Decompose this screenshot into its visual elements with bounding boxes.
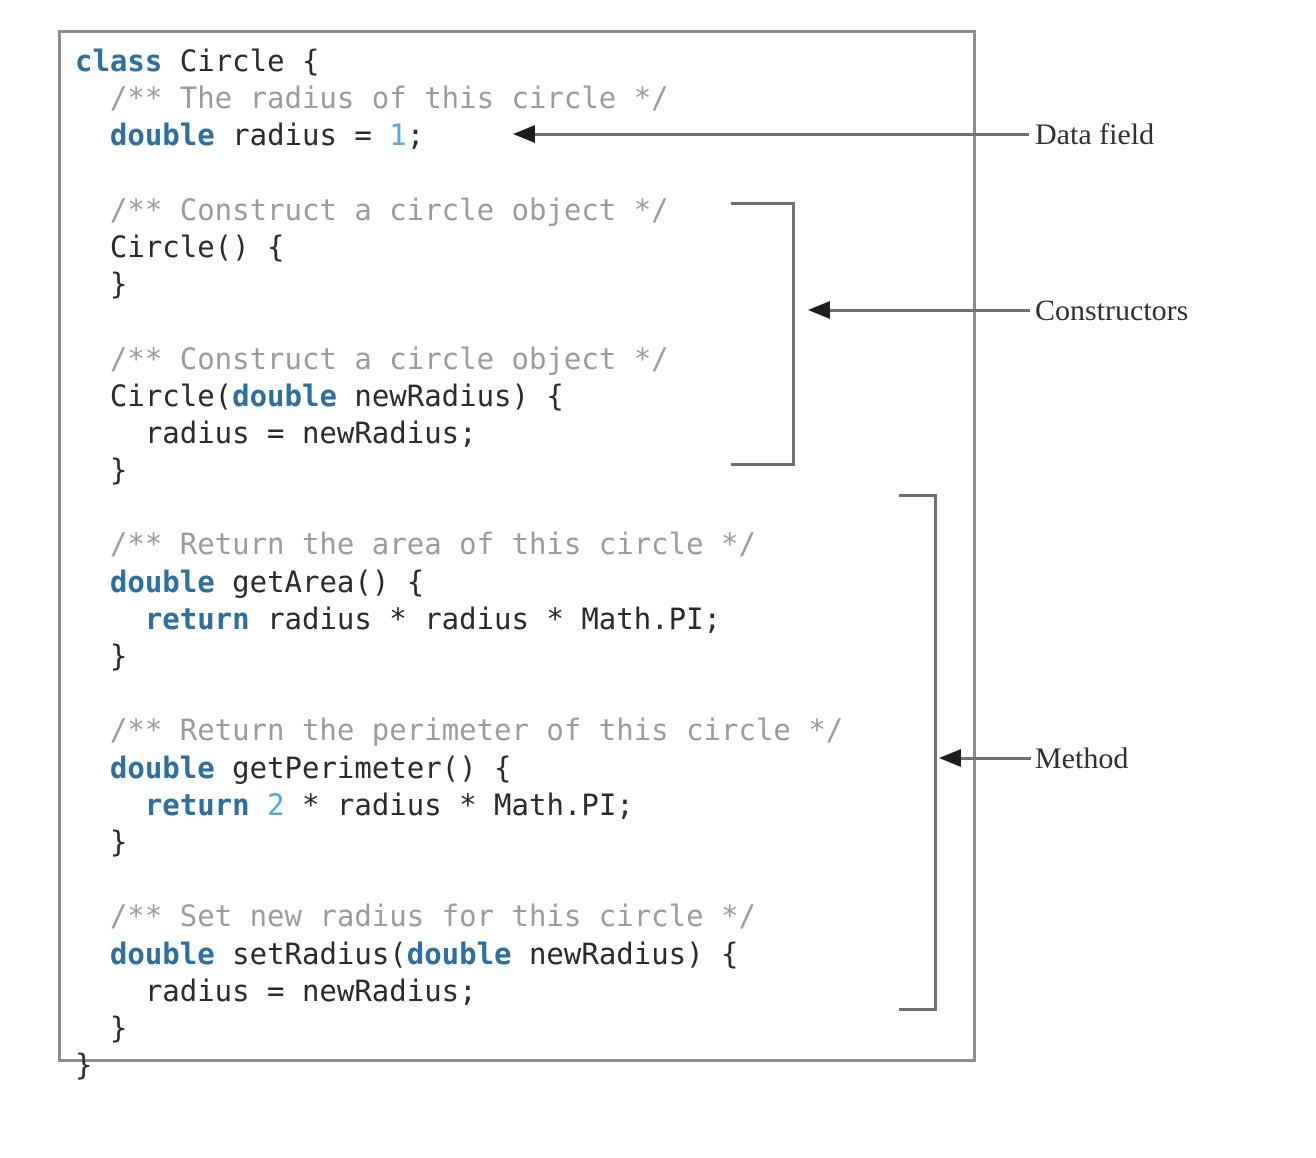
- code-line: radius = newRadius;: [75, 973, 843, 1010]
- code-token-plain: ;: [406, 118, 425, 153]
- code-line: /** Construct a circle object */: [75, 341, 843, 378]
- code-token-plain: newRadius) {: [336, 378, 564, 413]
- code-token-plain: Circle() {: [75, 229, 285, 264]
- code-token-kw: double: [406, 936, 512, 971]
- code-token-kw: double: [109, 936, 215, 971]
- code-token-plain: setRadius(: [214, 936, 407, 971]
- code-token-cmt: /** The radius of this circle */: [75, 81, 669, 116]
- code-token-plain: [75, 751, 110, 785]
- code-token-plain: [75, 602, 145, 636]
- code-token-plain: }: [75, 639, 128, 673]
- code-line: return 2 * radius * Math.PI;: [75, 787, 843, 824]
- constructors-brace: [731, 202, 795, 466]
- code-token-kw: class: [75, 44, 163, 78]
- code-line: double radius = 1;: [75, 117, 843, 154]
- code-line: double setRadius(double newRadius) {: [75, 936, 843, 973]
- code-token-plain: radius * radius * Math.PI;: [249, 601, 722, 636]
- code-token-kw: double: [109, 564, 215, 599]
- annotation-label-constructors: Constructors: [1035, 294, 1189, 327]
- code-token-kw: return: [144, 601, 250, 636]
- code-line: class Circle {: [75, 43, 843, 80]
- code-token-cmt: /** Return the perimeter of this circle …: [75, 713, 844, 748]
- code-line: }: [75, 1047, 843, 1084]
- code-token-cmt: /** Construct a circle object */: [75, 192, 669, 227]
- code-line: /** Return the perimeter of this circle …: [75, 712, 843, 749]
- annotation-label-data-field: Data field: [1035, 118, 1155, 151]
- code-line: /** Set new radius for this circle */: [75, 898, 843, 935]
- code-line: [75, 861, 843, 898]
- code-token-plain: [75, 118, 110, 152]
- data-field-leader-line: [532, 133, 1029, 136]
- code-line: [75, 675, 843, 712]
- code-line: Circle(double newRadius) {: [75, 378, 843, 415]
- code-token-plain: [75, 937, 110, 971]
- code-token-plain: [75, 565, 110, 599]
- code-token-plain: newRadius) {: [511, 936, 739, 971]
- code-token-plain: }: [75, 453, 128, 488]
- code-line: [75, 303, 843, 340]
- code-token-plain: * radius * Math.PI;: [284, 787, 634, 822]
- code-line: }: [75, 1010, 843, 1047]
- annotation-label-method: Method: [1035, 742, 1129, 775]
- code-token-plain: radius = newRadius;: [75, 415, 477, 450]
- constructors-leader-line: [827, 309, 1030, 312]
- code-token-plain: }: [75, 1048, 93, 1083]
- code-line: /** Return the area of this circle */: [75, 526, 843, 563]
- code-line: }: [75, 638, 843, 675]
- code-token-plain: Circle(: [75, 378, 233, 413]
- method-arrow-icon: [939, 749, 961, 767]
- code-token-plain: [75, 788, 145, 822]
- code-token-num: 2: [267, 787, 285, 822]
- code-line: }: [75, 266, 843, 303]
- code-line: return radius * radius * Math.PI;: [75, 601, 843, 638]
- constructors-arrow-icon: [808, 301, 830, 319]
- method-brace: [899, 494, 937, 1011]
- code-line: /** Construct a circle object */: [75, 192, 843, 229]
- code-token-plain: getArea() {: [214, 564, 425, 599]
- code-listing-box: class Circle { /** The radius of this ci…: [58, 30, 976, 1082]
- method-leader-line: [958, 757, 1031, 760]
- code-token-plain: radius = newRadius;: [75, 973, 477, 1008]
- code-line: [75, 489, 843, 526]
- code-token-kw: return: [144, 787, 250, 822]
- code-token-plain: getPerimeter() {: [214, 750, 512, 785]
- code-token-plain: Circle {: [162, 44, 320, 78]
- code-token-plain: [250, 788, 267, 822]
- code-line: }: [75, 824, 843, 861]
- java-source-code: class Circle { /** The radius of this ci…: [75, 43, 843, 1084]
- code-line: Circle() {: [75, 229, 843, 266]
- code-line: }: [75, 452, 843, 489]
- code-token-plain: }: [75, 824, 128, 859]
- code-token-cmt: /** Construct a circle object */: [75, 341, 669, 376]
- code-token-kw: double: [232, 378, 337, 413]
- code-line: radius = newRadius;: [75, 415, 843, 452]
- code-line: [75, 155, 843, 192]
- code-token-plain: }: [75, 267, 128, 302]
- code-token-cmt: /** Set new radius for this circle */: [75, 899, 756, 934]
- code-token-num: 1: [389, 118, 407, 153]
- code-line: double getPerimeter() {: [75, 750, 843, 787]
- code-token-kw: double: [109, 118, 215, 153]
- code-token-kw: double: [109, 750, 215, 785]
- code-token-plain: radius =: [214, 118, 390, 153]
- code-token-cmt: /** Return the area of this circle */: [75, 527, 756, 562]
- code-line: double getArea() {: [75, 564, 843, 601]
- code-token-plain: }: [75, 1010, 128, 1045]
- data-field-arrow-icon: [513, 125, 535, 143]
- code-line: /** The radius of this circle */: [75, 80, 843, 117]
